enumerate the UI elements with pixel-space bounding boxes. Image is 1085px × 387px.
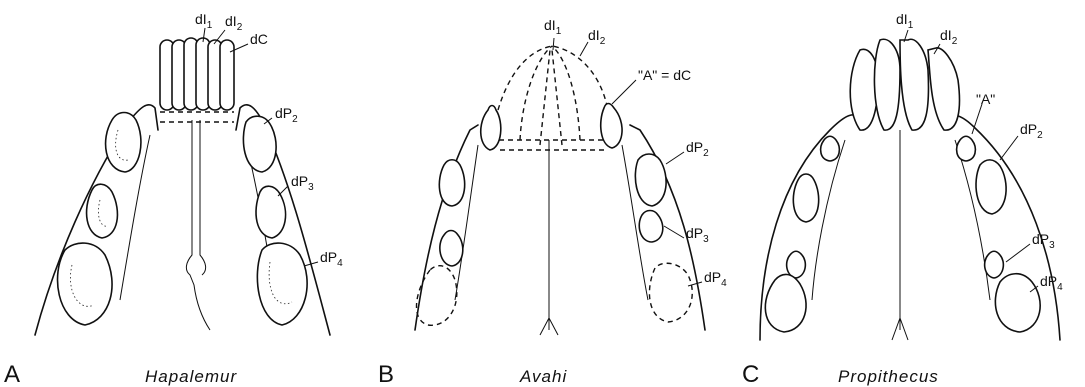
- panel-c-label-di1: dI1: [896, 11, 914, 31]
- panel-a-letter: A: [4, 361, 20, 387]
- panel-b-label-di1: dI1: [544, 17, 562, 37]
- panel-c-a-left: [821, 136, 840, 161]
- panel-b-dp2-left: [439, 160, 464, 206]
- panel-b-dp3-left: [440, 231, 463, 267]
- panel-c: [760, 30, 1060, 340]
- panel-a-label-di1: dI1: [195, 11, 213, 31]
- panel-c-label-dp3: dP3: [1032, 231, 1055, 251]
- panel-b-label-dp3: dP3: [686, 225, 709, 245]
- panel-c-dp3-right: [985, 251, 1004, 278]
- panel-a-symphysis: [186, 120, 210, 330]
- panel-a-label-dp3: dP3: [291, 173, 314, 193]
- panel-c-dp4-left: [765, 274, 806, 332]
- panel-a-dp2-left: [106, 113, 141, 173]
- panel-a-dp2-right: [243, 116, 276, 172]
- panel-c-dp3-left: [787, 251, 806, 278]
- panel-b-label-a-dc: "A" = dC: [638, 67, 691, 83]
- panel-b-genus: Avahi: [519, 367, 567, 386]
- panel-c-label-dp4: dP4: [1040, 273, 1063, 293]
- panel-c-symphysis: [892, 130, 908, 340]
- panel-b-a-canine-right: [601, 104, 622, 149]
- panel-a-dp4-right: [257, 243, 307, 325]
- panel-a-label-dc: dC: [250, 31, 268, 47]
- panel-a: [35, 28, 330, 335]
- panel-a-dp4-left: [58, 243, 113, 325]
- panel-c-letter: C: [742, 361, 759, 387]
- panel-a-dp3-left: [87, 184, 118, 238]
- panel-b-dp4-left: [416, 266, 456, 326]
- panel-c-incisors: [850, 39, 959, 130]
- panel-b-inner-border: [455, 145, 648, 300]
- panel-c-label-dp2: dP2: [1020, 121, 1043, 141]
- panel-a-dp3-right: [256, 186, 286, 238]
- panel-a-genus: Hapalemur: [145, 367, 237, 386]
- panel-c-genus: Propithecus: [838, 367, 939, 386]
- panel-b-label-di2: dI2: [588, 27, 606, 47]
- panel-c-dp4-right: [995, 274, 1040, 332]
- panel-a-label-di2: dI2: [225, 13, 243, 33]
- panel-a-label-dp4: dP4: [320, 249, 343, 269]
- panel-a-incisors: [160, 38, 234, 122]
- panel-c-dp2-left: [793, 174, 818, 222]
- panel-b-dp4-right: [649, 263, 692, 322]
- panel-c-inner-border: [812, 140, 990, 300]
- panel-c-label-di2: dI2: [940, 27, 958, 47]
- panel-c-dp2-right: [976, 160, 1006, 214]
- panel-c-label-a: "A": [976, 91, 995, 107]
- panel-b-incisors-dashed: [490, 46, 612, 150]
- panel-b-symphysis: [540, 140, 558, 335]
- panel-b-dp2-right: [635, 154, 666, 206]
- panel-b-label-dp4: dP4: [704, 269, 727, 289]
- panel-b-dp3-right: [639, 211, 663, 243]
- panel-a-label-dp2: dP2: [275, 105, 298, 125]
- panel-c-a-right: [957, 136, 976, 161]
- panel-b-letter: B: [378, 361, 394, 387]
- panel-b-a-canine-left: [481, 106, 501, 151]
- panel-b-label-dp2: dP2: [686, 139, 709, 159]
